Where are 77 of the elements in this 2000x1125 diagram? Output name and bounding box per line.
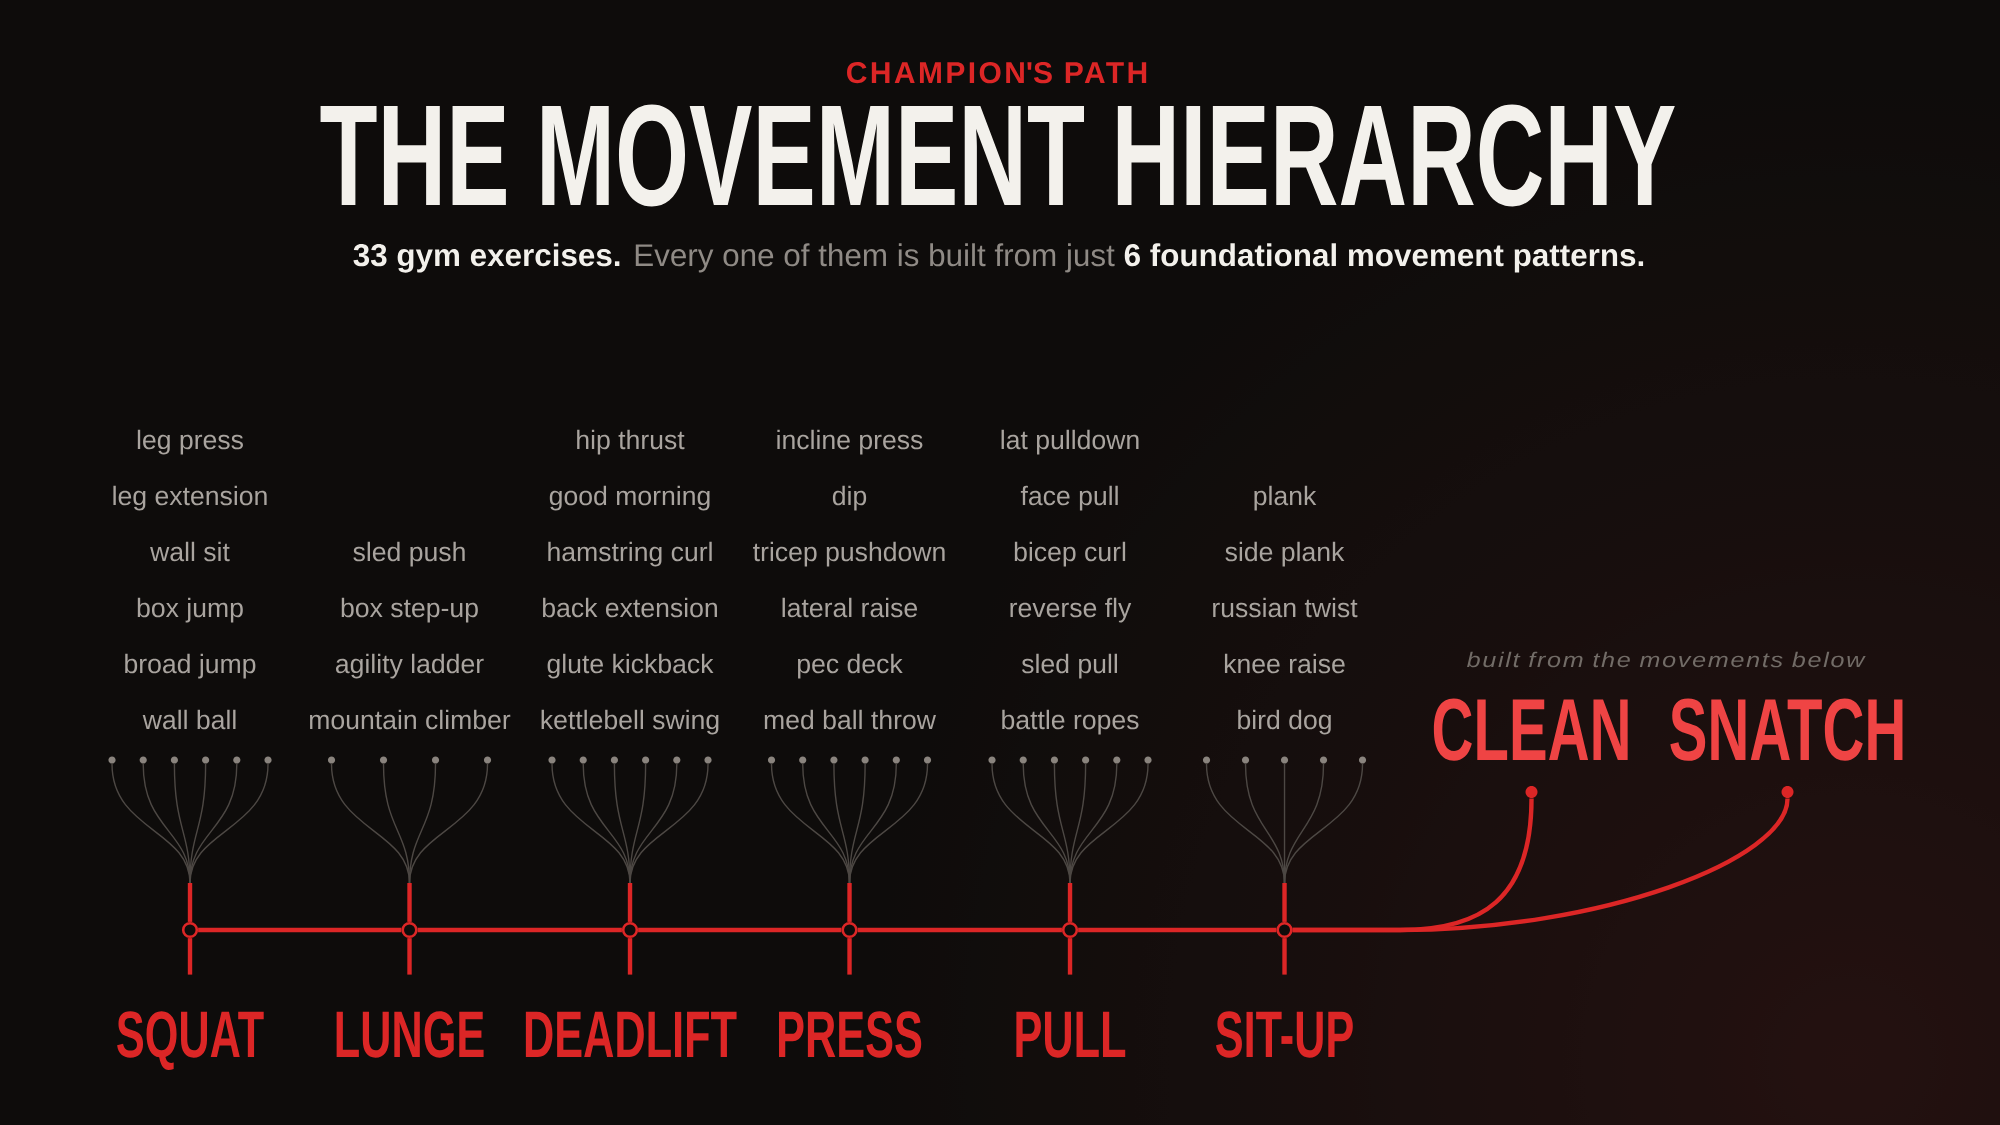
junction-circle [181, 921, 199, 939]
exercise-label: mountain climber [310, 709, 511, 730]
connector-curve [408, 763, 489, 884]
stem-line [1282, 883, 1287, 922]
line-segment [857, 927, 1062, 933]
exercise-label: hip thrust [577, 429, 685, 455]
exercise-label: side plank [1225, 541, 1345, 567]
exercise-label: sled pull [1021, 653, 1117, 679]
curved-connector [1292, 797, 1790, 933]
exercise-label: box jump [137, 597, 243, 623]
exercise-label: plank [1254, 485, 1317, 511]
line-segment [638, 927, 842, 933]
exercise-label: face pull [1020, 485, 1118, 511]
exercise-label: knee raise [1224, 653, 1345, 674]
connector-curve [1283, 763, 1364, 884]
junction-circle [621, 921, 639, 939]
exercise-label: leg extension [113, 485, 267, 511]
exercise-label: box step-up [341, 597, 478, 623]
exercise-label: tricep pushdown [753, 541, 945, 567]
junction-circle [841, 921, 858, 939]
title: THE MOVEMENT HIERARCHY [320, 104, 1675, 207]
movement-label: PULL [1016, 1011, 1126, 1058]
connector-curve [848, 763, 929, 884]
connector-curve [629, 763, 678, 884]
exercise-label: lateral raise [782, 597, 918, 618]
lift-name-label: CLEAN [1433, 698, 1628, 761]
stem-line [627, 938, 633, 975]
stem-line [1067, 883, 1073, 922]
note-text: built from the movements below [1467, 651, 1866, 668]
stem-line [1067, 938, 1073, 975]
connector-curve [1069, 763, 1149, 884]
junction-circle [401, 921, 418, 939]
exercise-label: battle ropes [1002, 709, 1139, 735]
stem-line [407, 883, 412, 922]
exercise-label: hamstring curl [548, 541, 712, 567]
connector-curve [629, 763, 709, 884]
exercise-label: russian twist [1213, 597, 1358, 618]
line-segment [417, 927, 622, 933]
movement-label: DEADLIFT [525, 1011, 737, 1057]
exercise-label: wall ball [142, 709, 236, 730]
exercise-label: dip [832, 485, 867, 511]
exercise-label: kettlebell swing [541, 709, 719, 735]
exercise-label: lat pulldown [1001, 429, 1139, 455]
lift-name-label: SNATCH [1670, 698, 1903, 761]
stem-line [847, 938, 852, 975]
stem-line [187, 938, 193, 975]
exercise-label: glute kickback [547, 653, 714, 679]
exercise-label: broad jump [125, 653, 256, 679]
exercise-label: bird dog [1238, 709, 1331, 735]
exercise-label: agility ladder [335, 653, 484, 679]
stem-line [407, 938, 412, 975]
exercise-label: back extension [543, 597, 717, 618]
exercise-label: wall sit [150, 541, 230, 562]
movement-label: SIT-UP [1216, 1011, 1353, 1058]
exercise-label: pec deck [798, 653, 903, 679]
stem-line [847, 883, 852, 922]
exercise-label: reverse fly [1010, 597, 1132, 623]
exercise-label: incline press [777, 429, 923, 455]
movement-label: LUNGE [336, 1011, 484, 1058]
stem-line [187, 883, 193, 922]
junction-circle [1276, 921, 1293, 939]
movement-label: SQUAT [117, 1011, 264, 1070]
kicker-text: CHAMPION'S PATH [847, 62, 1147, 84]
line-segment [1078, 927, 1277, 933]
line-segment [198, 927, 402, 933]
exercise-label: leg press [137, 429, 243, 455]
exercise-label: bicep curl [1014, 541, 1126, 567]
exercise-label: med ball throw [764, 709, 936, 730]
stem-line [1282, 938, 1287, 975]
connector-curve [189, 763, 269, 884]
exercise-label: good morning [549, 485, 710, 511]
subtitle: 33 gym exercises. Every one of them is built from just 6 foundational movement patterns. [353, 243, 1644, 273]
junction-circle [1061, 921, 1079, 939]
connector-curve [1069, 763, 1118, 884]
stem-line [627, 883, 633, 922]
exercise-label: sled push [353, 541, 465, 567]
movement-label: PRESS [779, 1011, 922, 1058]
